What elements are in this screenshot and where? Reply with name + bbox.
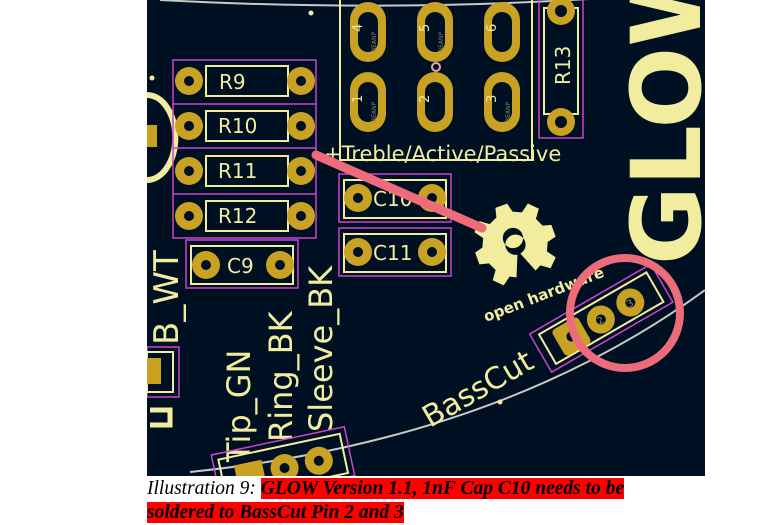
- cap-c9: C9: [185, 239, 299, 289]
- caption-prefix: Illustration 9:: [147, 478, 261, 499]
- gear-icon: [474, 203, 556, 286]
- cap-c11: C11: [338, 227, 452, 277]
- pad-number: 2: [418, 95, 433, 103]
- pad-number: 5: [418, 24, 433, 32]
- basscut-pin-label: 2: [595, 315, 606, 328]
- pad-tiny-label: BEANP: [505, 102, 512, 123]
- wire-label-ring: Ring_BK: [262, 310, 300, 442]
- c9-label: C9: [227, 254, 254, 278]
- pad-tiny-label: BEANP: [371, 102, 378, 123]
- resistor-bank: R9 R10 R11 R12: [172, 59, 317, 239]
- board-title: GLOW: [611, 0, 705, 265]
- arrow-pointer-icon: [311, 150, 487, 233]
- pad-tiny-label: BEANP: [438, 32, 445, 53]
- wire-label-tip: Tip_GN: [220, 350, 258, 464]
- circle-highlight-icon: [566, 254, 684, 372]
- pad-tiny-label: BEANP: [371, 32, 378, 53]
- resistor-r13: R13: [538, 0, 584, 139]
- r11-label: R11: [218, 159, 257, 183]
- basscut-pin-label: 3: [625, 298, 636, 311]
- cap-c10: C10: [338, 173, 452, 223]
- wire-label-sleeve: Sleeve_BK: [302, 265, 340, 432]
- figure-caption: Illustration 9: GLOW Version 1.1, 1nF Ca…: [147, 477, 677, 525]
- r9-label: R9: [219, 70, 246, 94]
- jumper-block: 4 5 6 1 2 3 BEANP BEANP BEANP BEANP: [339, 0, 533, 161]
- wire-label-left: B_WT: [147, 250, 187, 345]
- pad-number: 1: [351, 95, 366, 103]
- r12-label: R12: [218, 204, 257, 228]
- pad-number: 3: [485, 95, 500, 103]
- pad-number: 6: [485, 24, 500, 32]
- r13-label: R13: [551, 46, 575, 85]
- c11-label: C11: [373, 241, 412, 265]
- basscut-label: BassCut: [417, 344, 540, 435]
- pcb-illustration: 4 5 6 1 2 3 BEANP BEANP BEANP BEANP +Tre…: [147, 0, 705, 476]
- pad-number: 4: [351, 24, 366, 32]
- r10-label: R10: [218, 114, 257, 138]
- jumper-label: +Treble/Active/Passive: [324, 142, 561, 166]
